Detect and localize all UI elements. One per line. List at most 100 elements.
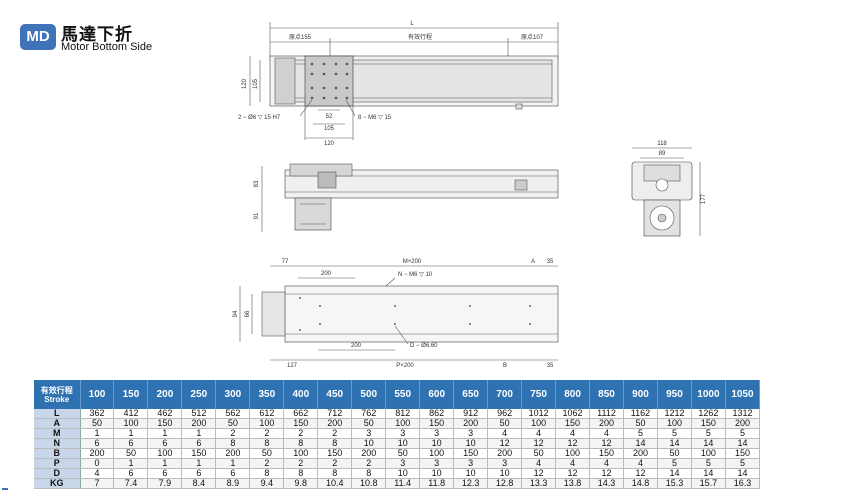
table-cell: 50 <box>249 448 285 459</box>
stroke-header: 650 <box>453 380 489 409</box>
table-cell: 10 <box>419 438 455 449</box>
dim-89: 89 <box>659 151 666 157</box>
dim-B: B <box>503 363 507 369</box>
table-cell: 10 <box>351 438 387 449</box>
hole-note-left: 2 − Ø6 ▽ 15 H7 <box>238 115 281 121</box>
table-cell: 15.7 <box>691 478 726 489</box>
table-cell: 4 <box>623 458 658 469</box>
table-cell: 150 <box>589 448 624 459</box>
table-cell: 3 <box>453 428 489 439</box>
dim-stroke: 有效行程 <box>408 33 432 41</box>
table-cell: 1 <box>181 458 217 469</box>
table-cell: 100 <box>419 448 455 459</box>
table-cell: 12 <box>555 438 591 449</box>
table-cell: 12 <box>521 468 557 479</box>
table-cell: 50 <box>657 448 692 459</box>
stroke-header: 700 <box>487 380 523 409</box>
table-cell: 862 <box>419 409 455 419</box>
table-cell: 8 <box>215 438 251 449</box>
table-cell: 1012 <box>521 409 557 419</box>
table-cell: 2 <box>283 458 319 469</box>
table-cell: 14 <box>725 468 761 479</box>
row-label: P <box>34 458 81 469</box>
table-cell: 12.3 <box>453 478 489 489</box>
dim-200-top: 200 <box>321 271 332 277</box>
table-cell: 1 <box>215 458 251 469</box>
table-cell: 150 <box>147 418 183 429</box>
table-cell: 5 <box>657 458 692 469</box>
table-cell: 200 <box>181 418 217 429</box>
table-cell: 15.3 <box>657 478 692 489</box>
table-cell: 6 <box>181 468 217 479</box>
table-cell: 1 <box>113 458 149 469</box>
stroke-header-en: Stroke <box>44 394 70 404</box>
table-cell: 4 <box>589 428 624 439</box>
table-cell: 14 <box>691 468 726 479</box>
table-cell: 1 <box>113 428 149 439</box>
table-cell: 362 <box>80 409 115 419</box>
table-cell: 4 <box>80 468 115 479</box>
table-cell: 7.4 <box>113 478 149 489</box>
table-cell: 150 <box>555 418 591 429</box>
table-cell: 8.4 <box>181 478 217 489</box>
table-cell: 50 <box>113 448 149 459</box>
table-cell: 4 <box>521 428 557 439</box>
table-cell: 13.8 <box>555 478 591 489</box>
table-cell: 150 <box>283 418 319 429</box>
table-cell: 200 <box>351 448 387 459</box>
technical-drawing: L 原点155 有效行程 原点107 120 105 52 105 120 <box>233 21 707 369</box>
table-cell: 13.3 <box>521 478 557 489</box>
table-cell: 14 <box>623 438 658 449</box>
table-cell: 10 <box>385 438 421 449</box>
table-cell: 2 <box>249 458 285 469</box>
table-cell: 1 <box>147 428 183 439</box>
table-cell: 6 <box>113 468 149 479</box>
page-subtitle: Motor Bottom Side <box>61 41 153 53</box>
table-cell: 5 <box>725 458 761 469</box>
table-cell: 10 <box>385 468 421 479</box>
table-cell: 12 <box>555 468 591 479</box>
table-cell: 1062 <box>555 409 591 419</box>
table-cell: 962 <box>487 409 523 419</box>
table-cell: 12 <box>589 468 624 479</box>
stroke-header: 350 <box>249 380 285 409</box>
table-cell: 1212 <box>657 409 692 419</box>
table-cell: 5 <box>691 458 726 469</box>
row-label: B <box>34 448 81 459</box>
table-cell: 1 <box>80 428 115 439</box>
stroke-header: 1050 <box>725 380 761 409</box>
stroke-header: 250 <box>181 380 217 409</box>
table-cell: 2 <box>317 428 353 439</box>
table-cell: 200 <box>317 418 353 429</box>
table-cell: 14.8 <box>623 478 658 489</box>
table-cell: 14 <box>657 438 692 449</box>
dim-118: 118 <box>657 141 667 147</box>
table-cell: 150 <box>317 448 353 459</box>
table-cell: 150 <box>419 418 455 429</box>
table-cell: 50 <box>385 448 421 459</box>
table-cell: 5 <box>623 428 658 439</box>
table-cell: 762 <box>351 409 387 419</box>
table-cell: 1162 <box>623 409 658 419</box>
dim-177: 177 <box>701 193 707 204</box>
stroke-header-cell: 有效行程 Stroke <box>34 380 81 409</box>
table-cell: 12 <box>623 468 658 479</box>
dim-35-bottom: 35 <box>547 363 554 369</box>
corner-mark <box>2 488 8 490</box>
table-cell: 12 <box>487 438 523 449</box>
table-cell: 100 <box>691 448 726 459</box>
table-cell: 200 <box>453 418 489 429</box>
stroke-header: 100 <box>80 380 115 409</box>
table-cell: 5 <box>725 428 761 439</box>
table-cell: 612 <box>249 409 285 419</box>
table-cell: 462 <box>147 409 183 419</box>
table-cell: 5 <box>657 428 692 439</box>
dim-origin-left: 原点155 <box>289 33 312 41</box>
dim-94: 94 <box>233 310 239 317</box>
table-cell: 3 <box>487 458 523 469</box>
table-cell: 7.9 <box>147 478 183 489</box>
